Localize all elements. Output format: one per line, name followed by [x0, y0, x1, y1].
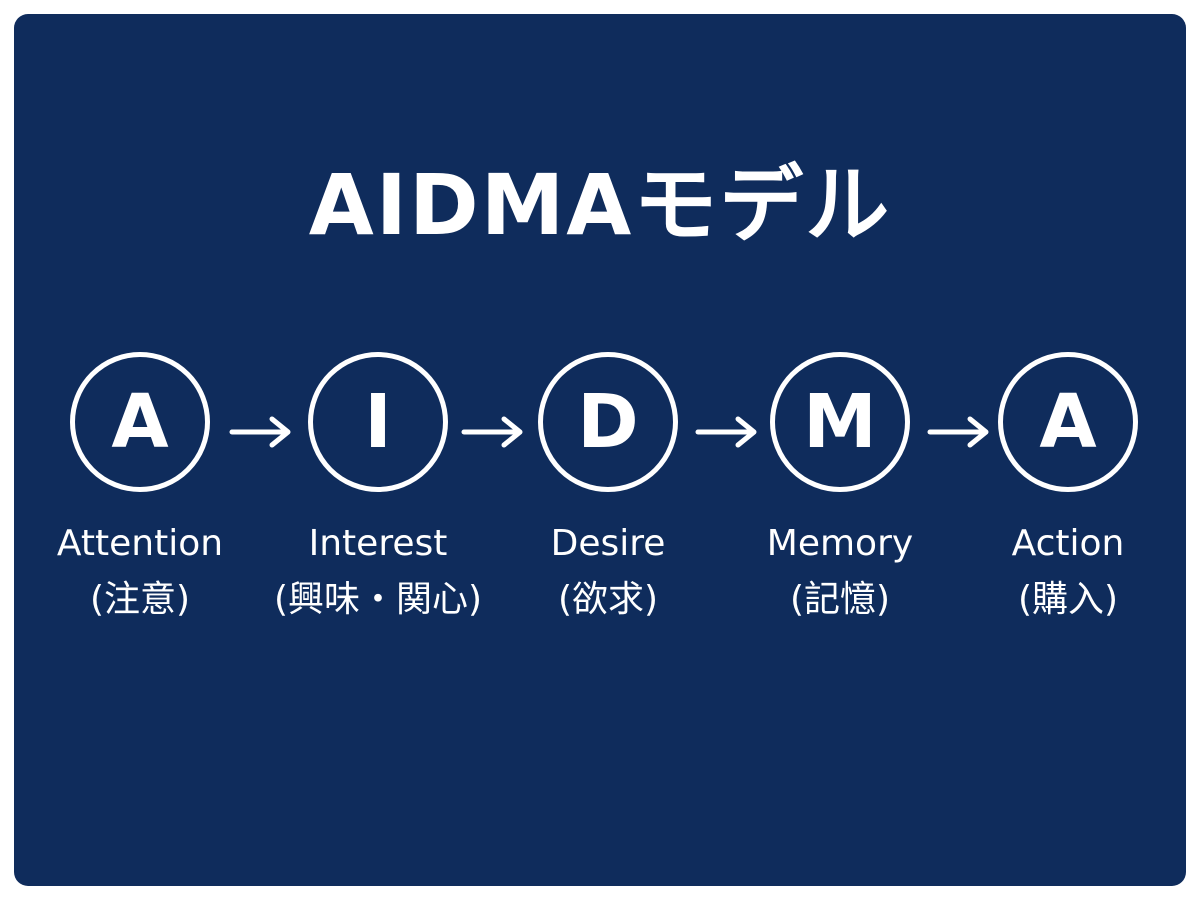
step-interest: I Interest (興味・関心) [268, 352, 488, 622]
step-label-japanese: (興味・関心) [273, 579, 483, 620]
step-label-japanese: (注意) [89, 579, 191, 620]
arrow-right-icon [927, 416, 989, 448]
step-label: Desire [550, 523, 666, 564]
step-label: Attention [56, 523, 224, 564]
arrow-right-icon [695, 416, 757, 448]
step-desire: D Desire (欲求) [498, 352, 718, 622]
step-action: A Action (購入) [958, 352, 1178, 622]
arrow-right-icon [229, 416, 291, 448]
step-circle: I [308, 352, 448, 492]
step-label-japanese: (記憶) [789, 579, 891, 620]
step-memory: M Memory (記憶) [730, 352, 950, 622]
step-circle: M [770, 352, 910, 492]
arrow-right-icon [461, 416, 523, 448]
diagram-title: AIDMAモデル [308, 156, 892, 254]
step-label-japanese: (購入) [1017, 579, 1119, 620]
step-label-japanese: (欲求) [557, 579, 659, 620]
step-circle: A [998, 352, 1138, 492]
step-circle: D [538, 352, 678, 492]
step-label: Memory [766, 523, 914, 564]
step-attention: A Attention (注意) [30, 352, 250, 622]
step-circle: A [70, 352, 210, 492]
step-label: Action [1011, 523, 1125, 564]
step-label: Interest [308, 523, 448, 564]
